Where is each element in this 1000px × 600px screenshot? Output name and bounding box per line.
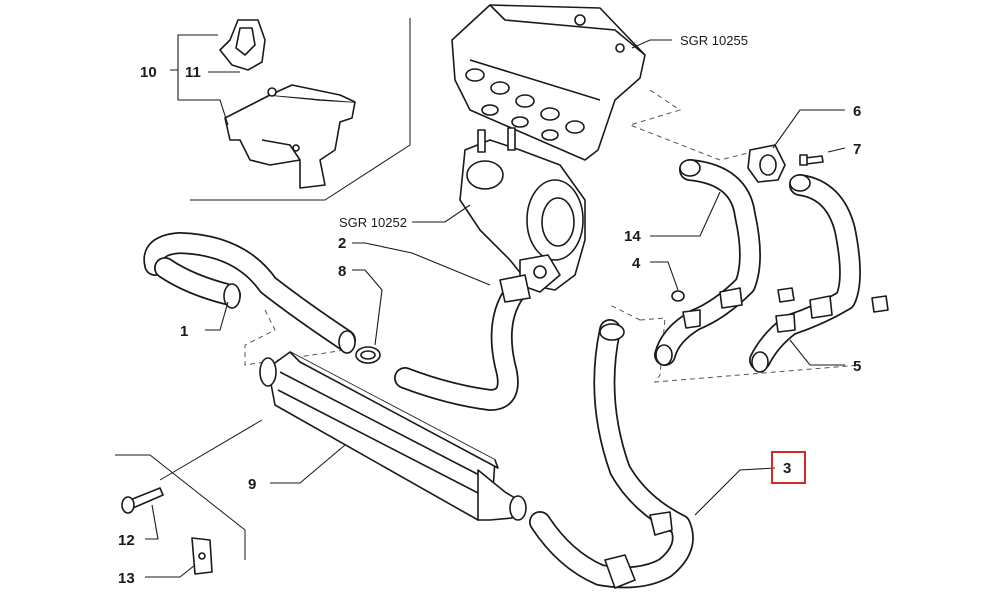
callout-3[interactable]: 3 — [783, 460, 791, 477]
ref-turbo[interactable]: SGR 10252 — [339, 215, 407, 230]
intake-manifold — [451, 4, 646, 161]
clip-13 — [191, 537, 213, 575]
hose-5 — [749, 174, 861, 373]
callout-1[interactable]: 1 — [180, 323, 188, 340]
callout-13[interactable]: 13 — [118, 570, 135, 587]
callout-7[interactable]: 7 — [853, 141, 861, 158]
hose-2 — [394, 274, 531, 411]
callout-14[interactable]: 14 — [624, 228, 641, 245]
hose-3 — [529, 319, 694, 589]
bolt-12 — [121, 487, 164, 514]
callout-9[interactable]: 9 — [248, 476, 256, 493]
callout-12[interactable]: 12 — [118, 532, 135, 549]
callout-6[interactable]: 6 — [853, 103, 861, 120]
callout-4[interactable]: 4 — [632, 255, 641, 272]
leader-lines — [145, 34, 846, 578]
brackets-right — [682, 287, 889, 333]
callout-8[interactable]: 8 — [338, 263, 346, 280]
bolt-7 — [799, 154, 824, 166]
hose-14 — [654, 159, 761, 366]
hose-1 — [143, 232, 356, 354]
callout-11[interactable]: 11 — [185, 64, 201, 81]
callout-10[interactable]: 10 — [140, 64, 157, 81]
guide-lower-left-2 — [159, 419, 263, 481]
callout-2[interactable]: 2 — [338, 235, 346, 252]
intercooler — [259, 351, 527, 521]
guide-lower-left — [115, 454, 246, 560]
callout-3-highlight-box — [771, 451, 806, 484]
nut-4 — [671, 290, 685, 302]
connector-6 — [747, 144, 786, 183]
ref-manifold[interactable]: SGR 10255 — [680, 33, 748, 48]
bracket-assembly — [190, 18, 411, 201]
hose-clamp-8 — [355, 346, 381, 364]
callout-5[interactable]: 5 — [853, 358, 861, 375]
turbocharger — [459, 127, 586, 293]
